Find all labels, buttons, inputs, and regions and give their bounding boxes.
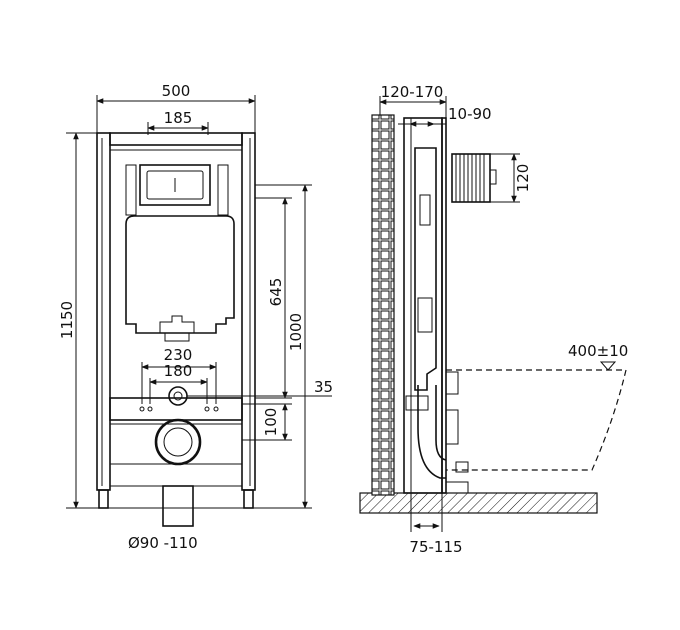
level-marker-icon [599,361,617,371]
drain-outlet [154,418,202,466]
dim-width-total: 500 [162,82,191,100]
left-leg [98,489,109,509]
dim-width-inner: 185 [164,109,193,127]
flush-plate [139,164,211,206]
cistern [125,215,235,334]
dim-height-total: 1150 [58,301,76,339]
dim-floor-offset: 75-115 [409,538,462,556]
dim-pipe-offset: 10-90 [448,105,492,123]
right-leg [243,489,254,509]
lower-rail [109,397,243,421]
dim-offset-small: 35 [314,378,333,396]
front-view: 500 185 1150 1000 645 230 180 [58,82,333,552]
dim-height-tank: 645 [267,278,285,307]
connector-fins [455,154,485,202]
dim-offset-pipe: 100 [262,408,280,437]
right-upright [241,132,256,491]
left-upright [96,132,111,491]
water-inlet [168,386,188,406]
toilet-bowl-outline [446,369,627,471]
dim-drain-diameter: Ø90 -110 [128,534,198,552]
dim-spacing-inner: 180 [164,362,193,380]
side-view: 120-170 10-90 120 400±10 75-115 [359,83,628,556]
dim-pipe-height: 120 [514,164,532,193]
drain-pipe [162,485,194,527]
dim-spacing-outer: 230 [164,346,193,364]
floor-slab [359,492,598,514]
dim-bowl-height: 400±10 [568,342,628,360]
dim-height-frame: 1000 [287,313,305,351]
brick-wall [371,114,395,496]
dim-wall-depth: 120-170 [381,83,444,101]
top-rail [109,132,243,146]
